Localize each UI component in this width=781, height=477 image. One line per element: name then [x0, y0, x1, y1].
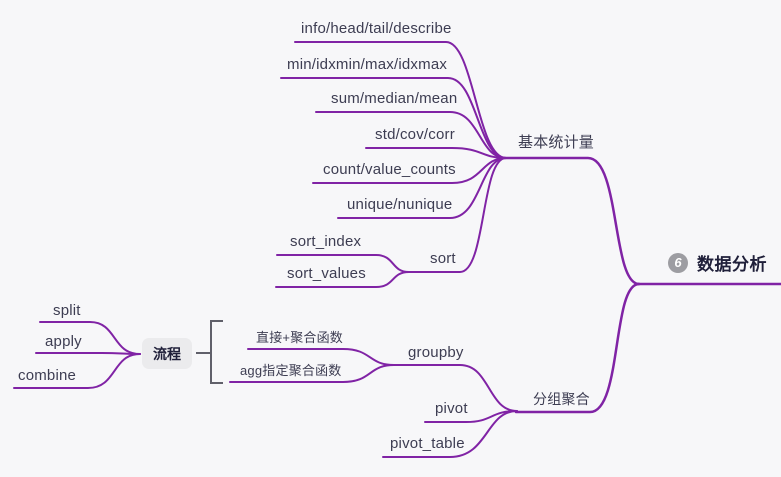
unique-branch-line — [337, 157, 507, 219]
sort-branch-line — [407, 157, 507, 273]
sort-index-branch-line — [276, 254, 410, 273]
node-unique-nunique[interactable]: unique/nunique — [347, 196, 453, 213]
root-node[interactable]: 6 数据分析 — [668, 250, 767, 275]
node-agg-specified-function[interactable]: agg指定聚合函数 — [240, 363, 342, 378]
node-direct-agg-function[interactable]: 直接+聚合函数 — [256, 330, 343, 345]
node-group-aggregation[interactable]: 分组聚合 — [533, 391, 590, 407]
node-sort-index[interactable]: sort_index — [290, 233, 362, 250]
info-branch-line — [294, 41, 507, 159]
split-branch-line — [39, 321, 141, 355]
node-count-value-counts[interactable]: count/value_counts — [323, 161, 456, 178]
node-split[interactable]: split — [53, 302, 81, 319]
apply-branch-line — [35, 352, 141, 355]
node-pivot[interactable]: pivot — [435, 400, 468, 417]
min-branch-line — [280, 77, 507, 159]
node-pivot-table[interactable]: pivot_table — [390, 435, 465, 452]
summary-bracket — [210, 320, 223, 384]
node-basic-statistics[interactable]: 基本统计量 — [518, 134, 595, 151]
sort-values-branch-line — [275, 271, 410, 288]
node-process-summary[interactable]: 流程 — [142, 338, 192, 369]
basic-stats-branch-line — [503, 156, 641, 286]
node-min-idxmin-max-idxmax[interactable]: min/idxmin/max/idxmax — [287, 56, 448, 73]
node-info-head-tail-describe[interactable]: info/head/tail/describe — [301, 20, 452, 37]
direct-agg-branch-line — [247, 348, 395, 366]
number-6-badge-icon: 6 — [668, 252, 688, 273]
sum-branch-line — [315, 111, 507, 159]
node-std-cov-corr[interactable]: std/cov/corr — [375, 126, 455, 143]
pivot-table-branch-line — [382, 410, 518, 458]
node-sort-values[interactable]: sort_values — [287, 265, 366, 282]
node-apply[interactable]: apply — [45, 333, 82, 350]
node-sum-median-mean[interactable]: sum/median/mean — [331, 90, 458, 107]
combine-branch-line — [13, 353, 141, 389]
groupby-branch-line — [392, 364, 518, 412]
node-groupby[interactable]: groupby — [408, 344, 464, 361]
node-sort[interactable]: sort — [430, 250, 456, 267]
std-branch-line — [365, 147, 507, 159]
node-combine[interactable]: combine — [18, 367, 77, 384]
agg-branch-line — [229, 364, 395, 383]
grouping-branch-line — [514, 282, 641, 414]
root-node-label: 数据分析 — [697, 255, 767, 274]
